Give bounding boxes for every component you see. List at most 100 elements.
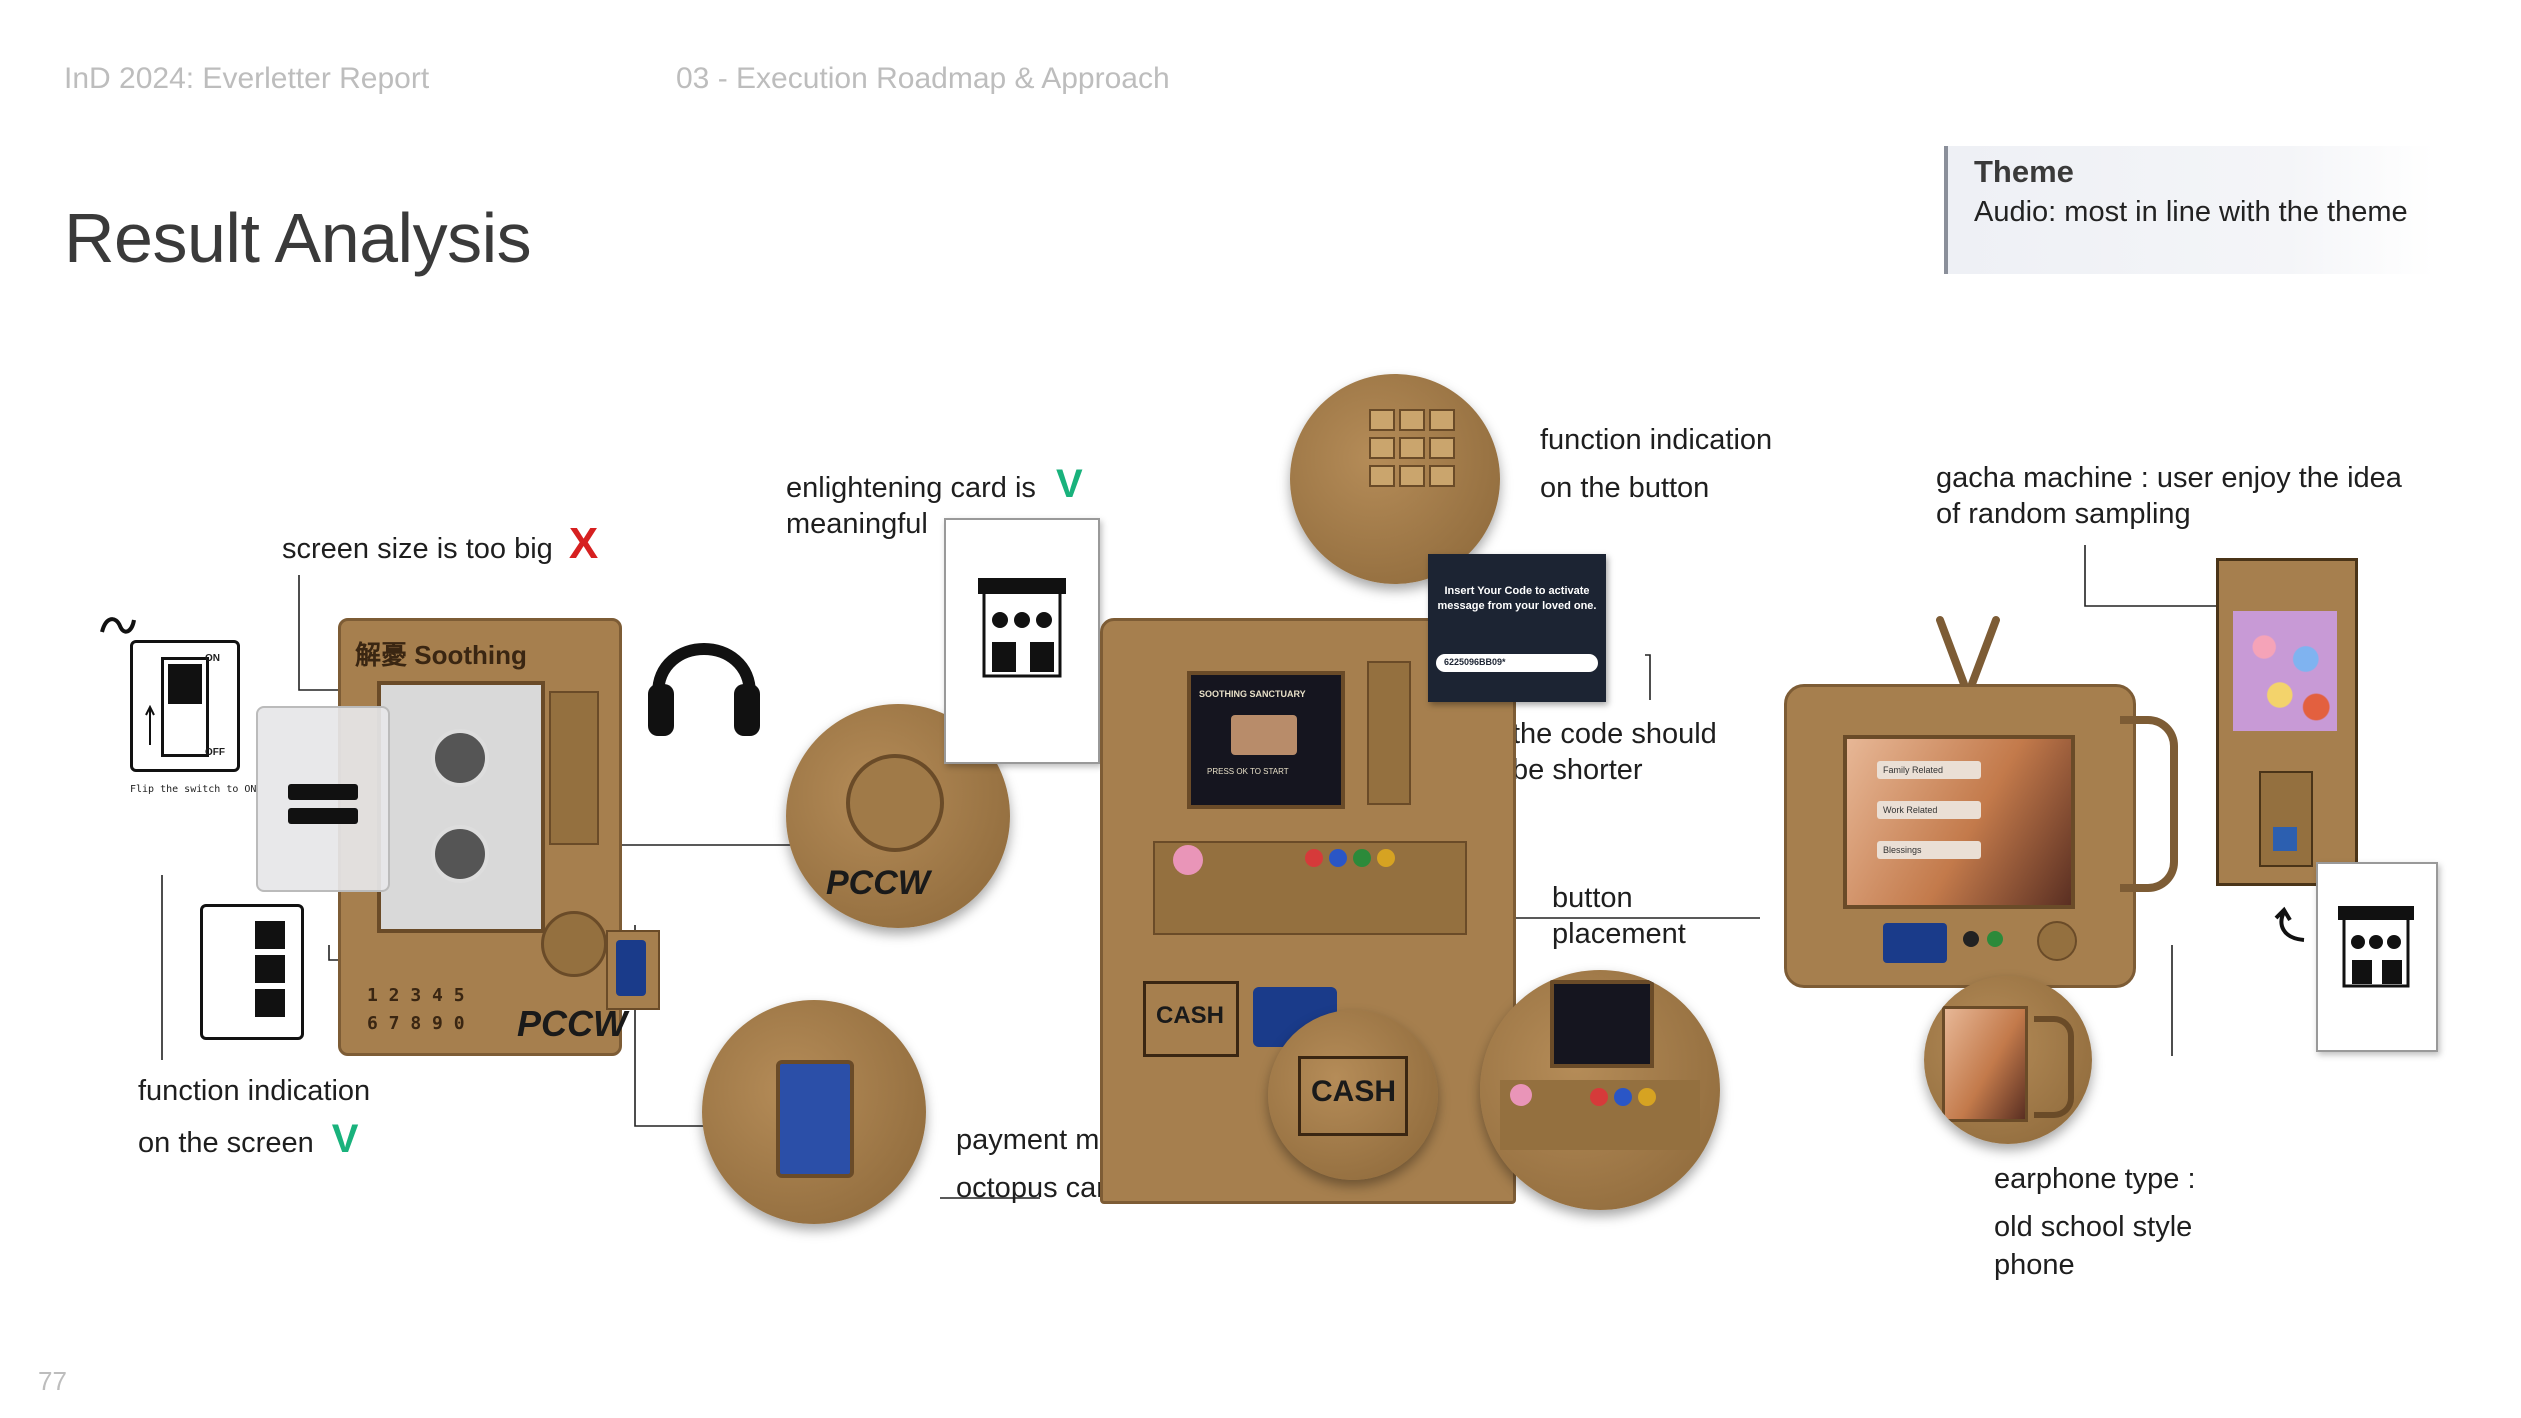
label-function-button-line1: function indication [1540,424,1773,456]
tv-menu-item-blessings: Blessings [1877,841,1981,859]
label-code-line2: be shorter [1512,754,1643,786]
section-title: 03 - Execution Roadmap & Approach [676,62,1170,95]
reel-left [431,729,489,787]
radio-prototype: 解憂 Soothing 1 2 3 4 5 6 7 8 9 0 PCCW [338,618,627,1056]
closeup-cash-box: CASH [1298,1056,1408,1136]
gacha-machine [2216,558,2358,886]
curved-arrow-icon [2270,906,2310,951]
closeup-joystick [1510,1084,1532,1106]
theme-heading: Theme [1974,154,2074,189]
label-screen-size-text: screen size is too big [282,533,553,565]
flip-switch-caption: Flip the switch to ON [130,784,257,795]
arcade-screen: SOOTHING SANCTUARY PRESS OK TO START [1187,671,1345,809]
cash-label: CASH [1156,1002,1225,1029]
label-function-screen-line1: function indication [138,1075,371,1107]
code-input-screen: Insert Your Code to activate message fro… [1428,554,1606,702]
tv-octopus-reader [1883,923,1947,963]
closeup-cash-label: CASH [1311,1075,1397,1108]
report-title: InD 2024: Everletter Report [64,62,430,95]
closeup-arcade-circle [1480,970,1720,1210]
label-function-button-line2: on the button [1540,472,1710,504]
label-card: enlightening card is V meaningful [786,462,1083,542]
closeup-button-yellow [1638,1088,1656,1106]
arcade-button-yellow [1377,849,1395,867]
label-function-screen: function indication on the screen V [138,1067,370,1167]
closeup-button-blue [1614,1088,1632,1106]
tv-dial [2037,921,2077,961]
label-code-line1: the code should [1512,718,1717,750]
gacha-card-illustration [2336,900,2416,990]
gacha-dispenser [2259,771,2313,867]
closeup-phone-screen [1942,1006,2028,1122]
curl-arrow-icon [98,610,138,645]
label-earphone-line1: earphone type : [1994,1163,2196,1195]
arcade-screen-sub: PRESS OK TO START [1207,767,1289,776]
gacha-capsule [2273,827,2297,851]
check-mark-icon: V [331,1117,359,1161]
radio-brand-text: 解憂 Soothing [355,640,527,670]
radio-dial [541,911,607,977]
page-title: Result Analysis [64,199,532,277]
nav-ok-button-sketch [255,955,285,983]
arcade-joystick [1173,845,1203,875]
card-illustration [974,570,1070,680]
label-gacha-line2: of random sampling [1936,498,2191,530]
label-button-placement-line2: placement [1552,918,1686,950]
label-code: the code should be shorter [1512,716,1717,788]
closeup-control-panel [1500,1080,1700,1150]
arcade-button-green [1353,849,1371,867]
arcade-coin-slot [1367,661,1411,805]
code-input-field[interactable]: 6225096BB09* [1436,654,1598,672]
tv-screen: Family Related Work Related Blessings [1843,735,2075,909]
closeup-phone-handle [2034,1016,2074,1118]
label-earphone: earphone type : old school style phone [1994,1160,2196,1284]
headphones-icon [644,614,764,759]
keypad-row-2: 6 7 8 9 0 [367,1013,465,1034]
theme-callout: Theme Audio: most in line with the theme [1944,146,2434,274]
label-card-line2: meaningful [786,508,928,540]
cash-box: CASH [1143,981,1239,1057]
switch-slot [161,657,209,757]
label-earphone-line2: old school style [1994,1211,2193,1243]
nav-up-button-sketch [255,921,285,949]
arcade-control-panel [1153,841,1467,935]
closeup-cash-circle: CASH [1268,1010,1438,1180]
reel-right [431,825,489,883]
power-switch-sketch: ON OFF [130,640,240,772]
up-arrow-icon [145,704,155,750]
overlay-button-2 [288,808,358,824]
code-input-value: 6225096BB09* [1444,657,1506,667]
switch-knob [168,664,202,704]
theme-body: Audio: most in line with the theme [1974,196,2408,228]
gacha-capsule-window [2233,611,2337,731]
gacha-card [2316,862,2438,1052]
code-input-heading: Insert Your Code to activate message fro… [1437,585,1597,612]
enlightening-card [944,518,1100,764]
tv-menu-item-family: Family Related [1877,761,1981,779]
tv-phone-handle [2120,716,2178,892]
label-function-screen-line2: on the screen V [138,1117,359,1161]
switch-off-label: OFF [205,747,225,758]
screen-nav-sketch [200,904,304,1040]
label-gacha: gacha machine : user enjoy the idea of r… [1936,460,2402,532]
tv-antenna-icon [1920,612,2010,697]
arcade-button-red [1305,849,1323,867]
check-mark-icon: V [1055,462,1083,506]
closeup-phone-circle [1924,976,2092,1144]
nav-down-button-sketch [255,989,285,1017]
radio-slider [549,691,599,845]
closeup-keypad-circle [1290,374,1500,584]
closeup-arcade-screen [1550,980,1654,1068]
overlay-button-1 [288,784,358,800]
closeup-octopus-circle [702,1000,926,1224]
arcade-screen-cassette [1231,715,1297,755]
tv-menu-item-work: Work Related [1877,801,1981,819]
closeup-keypad [1360,404,1480,504]
arcade-button-blue [1329,849,1347,867]
label-function-button: function indication on the button [1540,416,1772,512]
label-gacha-line1: gacha machine : user enjoy the idea [1936,462,2402,494]
cassette-window [377,681,545,933]
label-card-line1: enlightening card is V [786,462,1083,506]
label-button-placement-line1: button [1552,882,1633,914]
